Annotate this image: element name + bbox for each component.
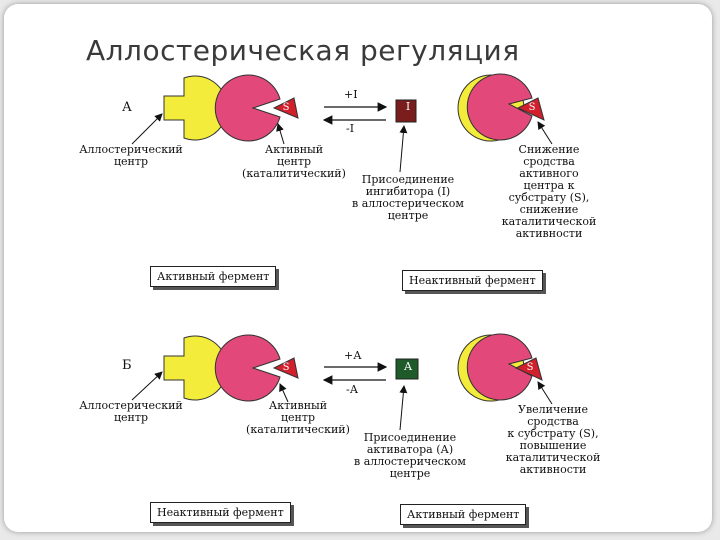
pointer-active-b	[279, 383, 289, 403]
activator-label: А	[403, 360, 413, 373]
arrow-forward-b-label: +А	[344, 349, 362, 362]
substrate-a-right	[516, 97, 545, 121]
label-allosteric-a: Аллостерический центр	[79, 143, 183, 168]
pointer-effect-a	[537, 121, 553, 145]
panel-a-letter: А	[122, 100, 132, 115]
slide-title: Аллостерическая регуляция	[86, 34, 520, 67]
slide: Аллостерическая регуляция	[4, 4, 712, 532]
enzyme-state-b-right: Активный фермент	[400, 504, 527, 525]
label-effect-a: Снижение сродства активного центра к суб…	[501, 143, 597, 240]
pointer-attach-a	[399, 125, 408, 173]
inhibitor-label: I	[405, 100, 411, 113]
substrate-b-left-label: S	[282, 362, 290, 373]
substrate-b-right	[514, 357, 543, 381]
enzyme-state-a-right: Неактивный фермент	[402, 270, 543, 291]
activator-block	[395, 358, 419, 380]
substrate-a-right-label: S	[528, 102, 536, 113]
label-active-b: Активный центр (каталитический)	[246, 399, 350, 436]
catalytic-subunit-a-right	[466, 73, 533, 141]
pointer-effect-b	[537, 381, 553, 405]
label-allosteric-b: Аллостерический центр	[79, 399, 183, 424]
substrate-b-right-label: S	[526, 362, 534, 373]
substrate-a-left	[272, 97, 299, 119]
enzyme-state-a-left: Активный фермент	[150, 266, 277, 287]
panel-b-letter: Б	[122, 358, 132, 373]
pointer-allosteric-a	[131, 113, 163, 145]
label-effect-b: Увеличение сродства к субстрату (S), пов…	[505, 403, 601, 476]
allosteric-diagram	[131, 73, 553, 431]
arrow-back-b-label: -А	[346, 383, 359, 396]
label-attach-b: Присоединение активатора (А) в аллостери…	[354, 431, 466, 480]
pointer-active-a	[276, 123, 285, 145]
substrate-b-left	[272, 357, 299, 379]
inhibitor-block	[395, 99, 417, 123]
substrate-a-left-label: S	[282, 102, 290, 113]
pointer-attach-b	[399, 385, 408, 431]
label-active-a: Активный центр (каталитический)	[242, 143, 346, 180]
enzyme-state-b-left: Неактивный фермент	[150, 502, 291, 523]
catalytic-subunit-b-right	[466, 333, 533, 401]
pointer-allosteric-b	[131, 371, 163, 401]
label-attach-a: Присоединение ингибитора (I) в аллостери…	[352, 173, 464, 222]
arrow-forward-a-label: +I	[344, 88, 358, 101]
catalytic-subunit-b-left	[214, 334, 281, 402]
catalytic-subunit-a-left	[214, 74, 281, 142]
arrow-back-a-label: -I	[346, 122, 355, 135]
